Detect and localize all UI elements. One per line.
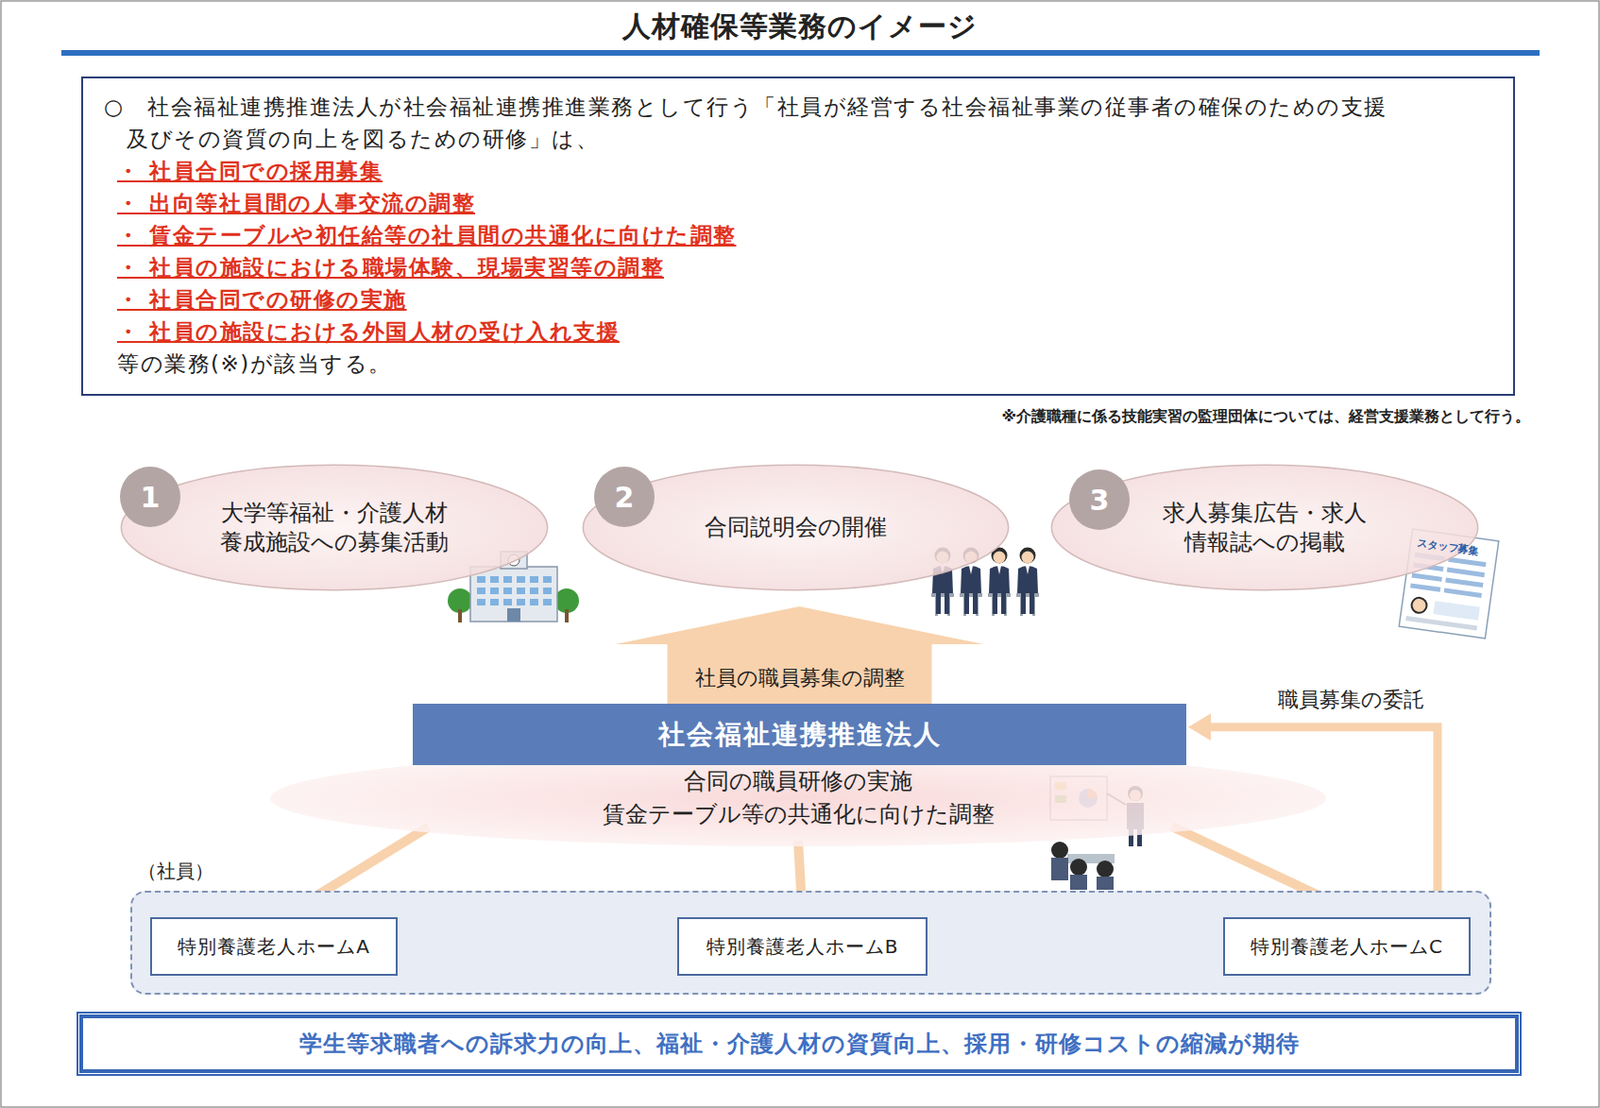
corporation-bar: 社会福祉連携推進法人 (412, 703, 1187, 766)
footnote: ※介護職種に係る技能実習の監理団体については、経営支援業務として行う。 (1001, 407, 1531, 427)
node-text: ○ 社会福祉連携推進法人が社会福祉連携推進業務として行う「社員が経営する社会福祉… (103, 90, 1498, 155)
node-text: 合同説明会の開催 (704, 512, 887, 543)
bullet-item: ・ 社員合同での採用募集 (103, 154, 1498, 188)
callout-number: 1 (119, 466, 181, 528)
bullet-item: ・ 出向等社員間の人事交流の調整 (103, 187, 1498, 220)
node-text: 学生等求職者への訴求力の向上、福祉・介護人材の資質向上、採用・研修コストの縮減が… (299, 1028, 1300, 1059)
bullet-item: ・ 社員合同での研修の実施 (103, 283, 1498, 316)
node-text: 1 (140, 480, 161, 514)
facility-box: 特別養護老人ホームA (150, 917, 398, 976)
block-arrow (615, 606, 985, 704)
bullet-item: ・ 賃金テーブルや初任給等の社員間の共通化に向けた調整 (103, 219, 1498, 252)
title-rule (61, 50, 1540, 56)
arrow-line (798, 840, 801, 894)
group-heading: （社員） (137, 858, 214, 885)
facility-box: 特別養護老人ホームB (677, 917, 928, 976)
diagram-title: 人材確保等業務のイメージ (0, 7, 1600, 47)
node-text: 2 (614, 480, 635, 514)
node-text: 特別養護老人ホームB (706, 934, 900, 960)
member-group: （社員）特別養護老人ホームA特別養護老人ホームB特別養護老人ホームC (130, 890, 1492, 995)
number-disc (119, 466, 181, 528)
node-text: 3 (1089, 483, 1110, 517)
bullet-item: ・ 社員の施設における職場体験、現場実習等の調整 (103, 251, 1498, 284)
node-text: 合同の職員研修の実施 賃金テーブル等の共通化に向けた調整 (552, 765, 1044, 832)
description-box: ○ 社会福祉連携推進法人が社会福祉連携推進業務として行う「社員が経営する社会福祉… (81, 76, 1515, 396)
node-text: 特別養護老人ホームA (177, 934, 371, 960)
arrowhead (1188, 713, 1211, 741)
edge-label: 職員募集の委託 (1274, 685, 1429, 715)
node-text: 社会福祉連携推進法人 (658, 716, 942, 753)
activity-ellipse: 求人募集広告・求人 情報誌への掲載 3 (1050, 463, 1480, 592)
ellipse-shape (270, 749, 1327, 847)
number-disc (594, 466, 655, 528)
ellipse-shape (582, 464, 1008, 590)
shape-outline (119, 463, 549, 592)
facility-box: 特別養護老人ホームC (1223, 917, 1471, 976)
ellipse-shape (1051, 464, 1478, 590)
connector (615, 606, 985, 704)
node-text: 特別養護老人ホームC (1250, 934, 1444, 960)
callout-number: 3 (1069, 469, 1130, 530)
node-text: 大学等福祉・介護人材 養成施設への募集活動 (192, 498, 477, 558)
result-box: 学生等求職者への訴求力の向上、福祉・介護人材の資質向上、採用・研修コストの縮減が… (76, 1011, 1522, 1076)
ellipse-shape (120, 464, 547, 590)
bullet-item: ・ 社員の施設における外国人材の受け入れ支援 (103, 315, 1498, 348)
node-text: 求人募集広告・求人 情報誌への掲載 (1123, 498, 1407, 558)
activity-ellipse: 大学等福祉・介護人材 養成施設への募集活動 1 (119, 463, 549, 592)
number-disc (1069, 469, 1130, 530)
activity-ellipse: 合同説明会の開催 2 (581, 463, 1010, 592)
node-text: 等の業務(※)が該当する。 (103, 347, 1498, 380)
edge-label: 社員の職員募集の調整 (691, 663, 909, 693)
callout-number: 2 (594, 466, 655, 528)
